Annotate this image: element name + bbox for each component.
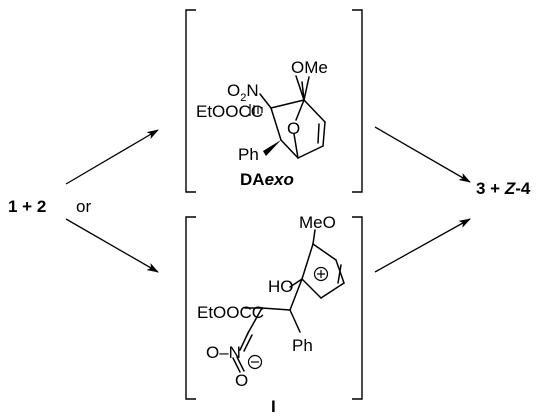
da-bridge-oxygen: O [287,119,300,138]
da-exo-label: DAexo [240,170,294,189]
int-ester: EtOOCC [197,303,264,322]
da-nitro: O2N [227,81,259,104]
or-label: or [76,197,91,216]
da-ester: EtOOCC [196,102,263,121]
int-nitronate: O–N [206,343,241,362]
da-bracket-right [352,9,363,193]
da-methoxy: OMe [291,58,328,77]
int-hydroxy: HO [268,277,294,296]
arrow-to-da [65,129,159,185]
ester-hash [249,104,263,116]
da-exo-structure [249,75,326,159]
int-nitro-oxygen: O [235,371,248,390]
int-bracket-left [185,216,196,400]
int-phenyl: Ph [292,336,313,355]
arrow-from-intermediate [374,218,471,273]
int-methoxy: MeO [299,213,336,232]
da-phenyl: Ph [238,145,259,164]
da-bracket-left [185,9,196,193]
reactants-label: 1 + 2 [8,197,46,216]
intermediate-label: I [271,397,276,416]
int-bracket-right [352,216,363,400]
intermediate-structure [232,229,345,373]
arrow-from-da [374,126,471,183]
products-label: 3 + Z-4 [476,179,531,198]
arrow-to-intermediate [65,218,159,273]
